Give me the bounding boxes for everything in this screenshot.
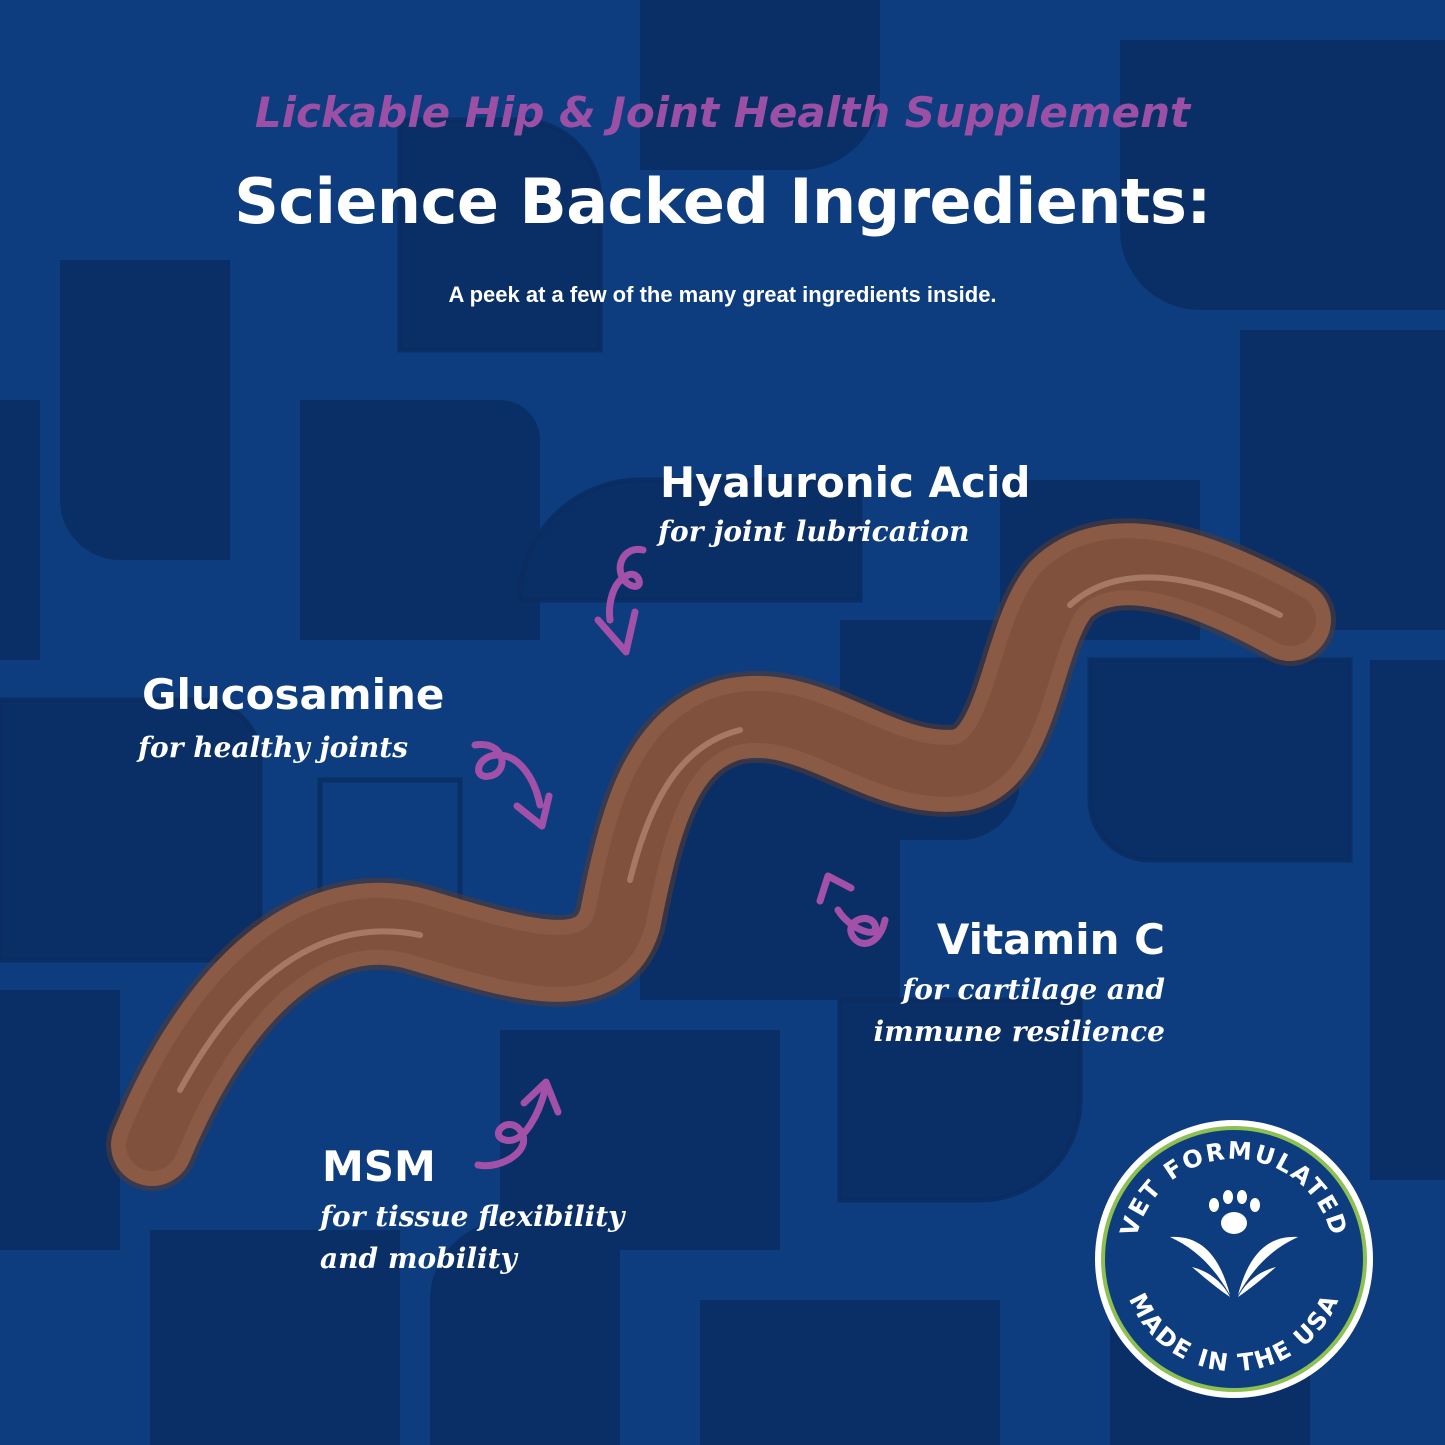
ingredient-name: Vitamin C	[936, 915, 1165, 964]
ingredient-name: Hyaluronic Acid	[660, 458, 1031, 507]
tagline: Lickable Hip & Joint Health Supplement	[254, 88, 1191, 137]
page-subtitle: A peek at a few of the many great ingred…	[448, 282, 997, 307]
ingredient-name: MSM	[322, 1142, 436, 1191]
ingredient-description-line-2: immune resilience	[873, 1015, 1165, 1048]
ingredient-description-line-1: for cartilage and	[902, 973, 1165, 1006]
paw-grass-icon	[1170, 1190, 1298, 1297]
ingredient-description: for healthy joints	[138, 731, 408, 764]
ingredient-description-line-1: for tissue flexibility	[320, 1200, 625, 1233]
vet-formulated-badge: VET FORMULATED MADE IN THE USA	[1095, 1120, 1373, 1398]
ingredient-name: Glucosamine	[142, 670, 445, 719]
ingredient-description: for joint lubrication	[658, 515, 970, 548]
ingredient-description-line-2: and mobility	[320, 1242, 517, 1275]
page-title: Science Backed Ingredients:	[234, 165, 1211, 238]
